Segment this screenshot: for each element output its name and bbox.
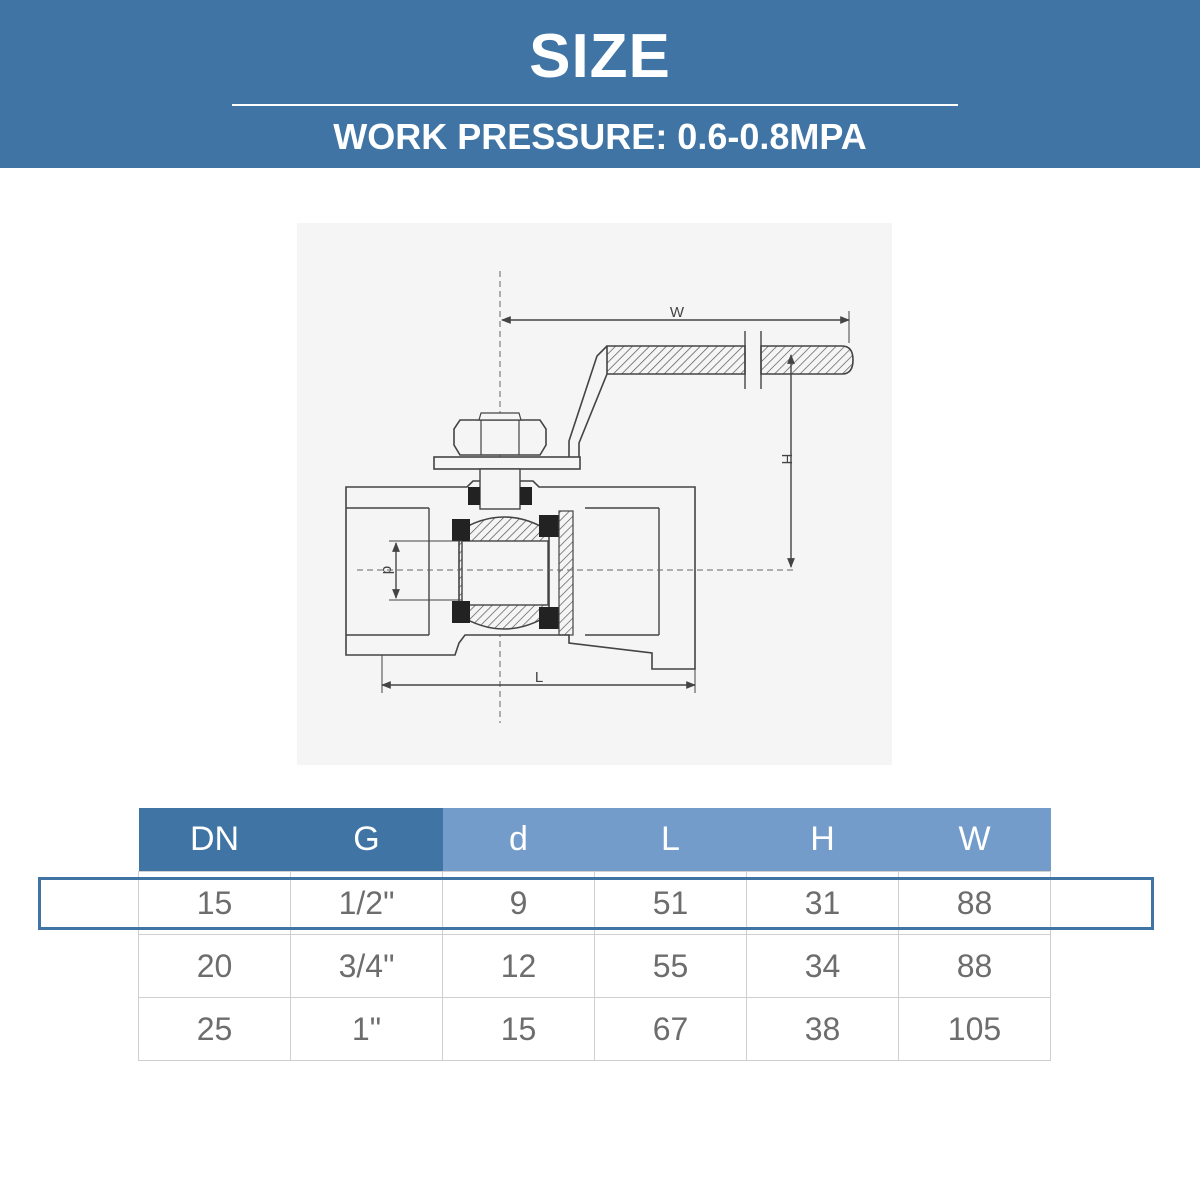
handle-base-plate bbox=[433, 456, 581, 470]
table-cell: 1/2" bbox=[290, 871, 443, 935]
column-header-g: G bbox=[290, 808, 443, 872]
table-cell: 67 bbox=[594, 997, 747, 1061]
table-cell: 1" bbox=[290, 997, 443, 1061]
ball-valve-drawing: W H bbox=[297, 223, 892, 765]
column-header-h: H bbox=[746, 808, 899, 872]
table-cell: 51 bbox=[594, 871, 747, 935]
table-cell: 20 bbox=[138, 934, 291, 998]
table-header-row: DN G d L H W bbox=[138, 808, 1051, 872]
table-cell: 9 bbox=[442, 871, 595, 935]
table-cell: 15 bbox=[442, 997, 595, 1061]
seat-top-left bbox=[452, 519, 470, 541]
handle-grip-right bbox=[760, 345, 854, 375]
table-row: 20 3/4" 12 55 34 88 bbox=[138, 934, 1051, 998]
table-cell: 105 bbox=[898, 997, 1051, 1061]
page-subtitle: WORK PRESSURE: 0.6-0.8MPA bbox=[333, 116, 867, 157]
table-cell: 34 bbox=[746, 934, 899, 998]
ball-bore bbox=[461, 540, 549, 606]
end-cap-thread bbox=[558, 510, 574, 636]
table-cell: 55 bbox=[594, 934, 747, 998]
column-header-l: L bbox=[594, 808, 747, 872]
table-cell: 38 bbox=[746, 997, 899, 1061]
header-banner: SIZE WORK PRESSURE: 0.6-0.8MPA bbox=[0, 0, 1200, 168]
seat-bottom-right bbox=[539, 607, 559, 629]
table-cell: 3/4" bbox=[290, 934, 443, 998]
d-label: d bbox=[379, 566, 396, 574]
h-label: H bbox=[778, 454, 795, 465]
table-row: 15 1/2" 9 51 31 88 bbox=[138, 871, 1051, 935]
valve-stem bbox=[479, 468, 521, 510]
header-divider bbox=[232, 104, 958, 106]
column-header-dn: DN bbox=[138, 808, 291, 872]
stem-seal-right bbox=[520, 487, 532, 505]
seat-bottom-left bbox=[452, 601, 470, 623]
l-label: L bbox=[535, 669, 543, 686]
page-title: SIZE bbox=[529, 22, 671, 91]
stem-seal-left bbox=[468, 487, 480, 505]
table-cell: 31 bbox=[746, 871, 899, 935]
column-header-d: d bbox=[442, 808, 595, 872]
stem-nut bbox=[453, 419, 547, 456]
size-table: DN G d L H W 15 1/2" 9 51 31 88 20 3/4" … bbox=[138, 808, 1051, 1061]
handle-arm bbox=[568, 345, 608, 464]
table-row: 25 1" 15 67 38 105 bbox=[138, 997, 1051, 1061]
table-cell: 88 bbox=[898, 934, 1051, 998]
ball-valve-svg: W H bbox=[345, 271, 854, 723]
seat-top-right bbox=[539, 515, 559, 537]
table-cell: 15 bbox=[138, 871, 291, 935]
table-cell: 88 bbox=[898, 871, 1051, 935]
table-cell: 12 bbox=[442, 934, 595, 998]
table-cell: 25 bbox=[138, 997, 291, 1061]
handle-grip-left bbox=[606, 345, 746, 375]
w-label: W bbox=[670, 304, 685, 321]
column-header-w: W bbox=[898, 808, 1051, 872]
